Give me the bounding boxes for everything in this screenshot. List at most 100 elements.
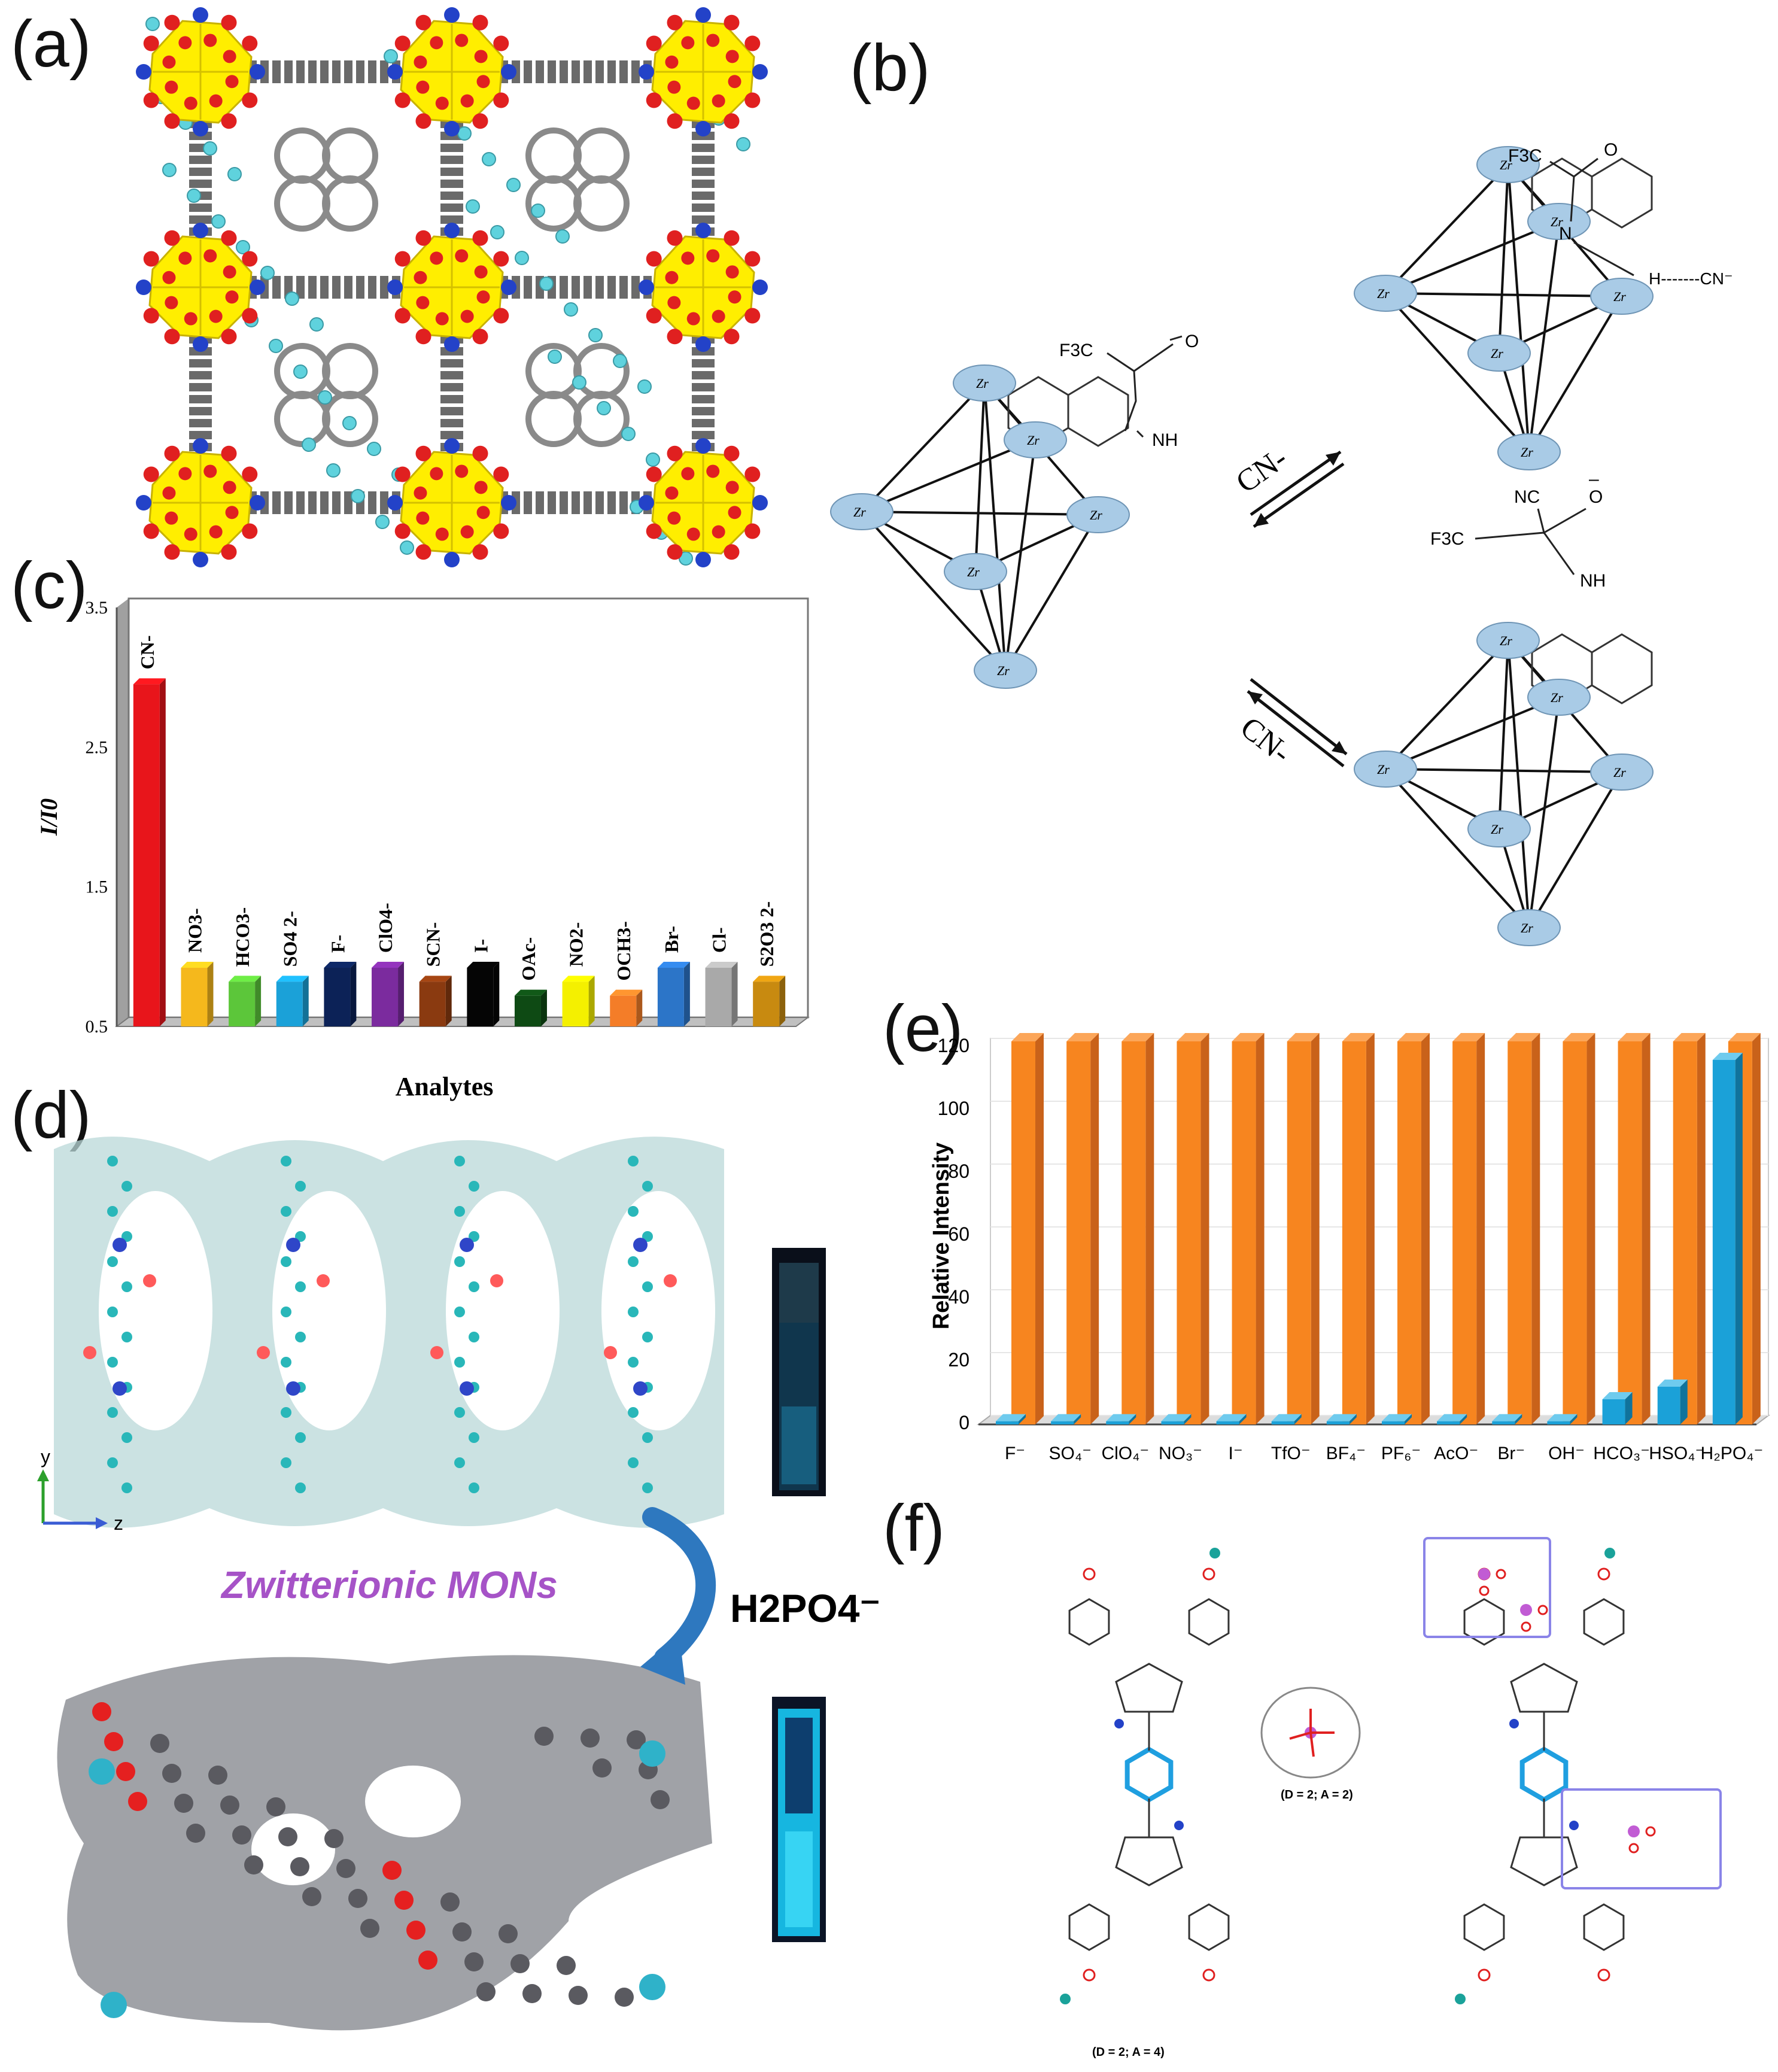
zr6-cluster xyxy=(136,223,265,352)
chart-e-category-label: SO₄⁻ xyxy=(1048,1444,1091,1463)
mon-atom xyxy=(336,1859,355,1878)
chart-e-bar-blue xyxy=(1161,1414,1192,1424)
metal-node xyxy=(639,1974,665,2000)
phosphate-oxygen xyxy=(1496,1569,1506,1579)
fluorine-atom xyxy=(293,364,308,379)
zr6-cluster xyxy=(387,7,516,136)
mon-atom xyxy=(162,1764,181,1783)
chart-e-category-label: F⁻ xyxy=(1005,1444,1025,1463)
mon-atom xyxy=(510,1954,530,1973)
reagent-bottom-label: CN- xyxy=(1234,710,1297,770)
benzene-ring xyxy=(1583,1903,1625,1951)
mon-atom xyxy=(220,1795,239,1815)
chart-c-ytick-label: 0.5 xyxy=(86,1017,108,1037)
chart-e-category-label: ClO₄⁻ xyxy=(1101,1444,1149,1463)
phosphate-oxygen xyxy=(1479,1585,1490,1596)
zr-node xyxy=(1066,496,1130,533)
vial-before-icon xyxy=(772,1248,826,1496)
chart-e-bar-blue xyxy=(1106,1414,1136,1424)
mon-atom xyxy=(534,1727,554,1746)
zr-node xyxy=(1527,203,1591,240)
transition-arrow xyxy=(640,1507,716,1685)
mon-atom xyxy=(302,1887,321,1906)
chart-c-floor xyxy=(115,1017,810,1027)
mon-atom xyxy=(92,1702,111,1721)
mon-atom xyxy=(150,1734,169,1753)
chart-c-category-label: OAc- xyxy=(518,937,539,981)
fluorine-atom xyxy=(400,540,414,555)
chart-c-category-label: HCO3- xyxy=(232,907,253,967)
zr-node xyxy=(1476,146,1540,183)
phosphorus-atom xyxy=(1478,1568,1490,1580)
carboxylate-oxygen xyxy=(1478,1968,1491,1982)
chart-e-ytick-label: 0 xyxy=(959,1412,969,1433)
mon-bottom-envelope xyxy=(57,1655,712,2031)
zr6-cluster xyxy=(136,7,265,136)
bottom-o-label: O xyxy=(1589,487,1603,507)
mon-pore xyxy=(601,1191,715,1430)
pyrene-core xyxy=(525,343,630,447)
chart-c-bar xyxy=(324,962,357,1026)
mon-atom xyxy=(266,1797,285,1816)
zr6-cluster xyxy=(387,223,516,352)
chart-e-category-label: HSO₄⁻ xyxy=(1649,1444,1704,1463)
chart-c-bar xyxy=(657,962,690,1026)
chart-c-category-label: S2O3 2- xyxy=(756,901,777,967)
chart-c-left-wall xyxy=(117,598,129,1026)
chart-c-ytick-label: 1.5 xyxy=(86,877,108,897)
chart-e-category-label: BF₄⁻ xyxy=(1326,1444,1366,1463)
fluorine-atom xyxy=(539,277,554,291)
mon-atom xyxy=(615,1988,634,2007)
zr-label: Zr xyxy=(1090,508,1102,522)
zr-label: Zr xyxy=(1377,286,1390,301)
zr-node xyxy=(1354,275,1417,312)
chart-e-bar-orange xyxy=(1066,1033,1099,1424)
carboxylate-oxygen xyxy=(1083,1567,1096,1581)
fluorine-atom xyxy=(482,152,496,166)
chart-e-ytick-label: 80 xyxy=(948,1160,969,1182)
mon-pore xyxy=(365,1766,461,1837)
fluorine-atom xyxy=(187,189,201,203)
chart-e-bar-orange xyxy=(1397,1033,1430,1424)
zr-label: Zr xyxy=(1551,690,1563,705)
zr-node xyxy=(1497,433,1561,470)
fluorine-atom xyxy=(597,401,611,415)
mon-linker xyxy=(83,1156,156,1493)
metal-node xyxy=(89,1758,115,1785)
chart-e-category-label: TfO⁻ xyxy=(1271,1444,1311,1463)
chart-c-selectivity: 0.51.52.53.5I/I0AnalytesCN-NO3-HCO3-SO4 … xyxy=(35,597,810,1101)
chart-e-category-label: AcO⁻ xyxy=(1434,1444,1478,1463)
metal-atom xyxy=(1060,1994,1071,2004)
zr-label: Zr xyxy=(1491,822,1503,837)
left-o-label: O xyxy=(1185,332,1199,351)
mon-atom xyxy=(232,1825,251,1845)
chart-e-bar-blue xyxy=(1602,1392,1633,1424)
chart-e-bar-orange xyxy=(1507,1033,1540,1424)
chart-e-ytick-label: 100 xyxy=(938,1098,969,1119)
metal-atom xyxy=(1604,1548,1615,1558)
chart-e-bar-orange xyxy=(1177,1033,1209,1424)
zr-label: Zr xyxy=(976,376,989,391)
chart-e-ytick-label: 60 xyxy=(948,1223,969,1245)
mon-atom xyxy=(278,1827,297,1846)
bottom-nc-label: NC xyxy=(1514,487,1540,507)
highlight-box-right xyxy=(1561,1788,1722,1889)
zr-node xyxy=(1527,679,1591,716)
phosphorus-atom xyxy=(1520,1604,1532,1616)
chart-c-category-label: NO3- xyxy=(184,908,205,953)
top-n-label: N xyxy=(1559,224,1572,244)
fluorine-atom xyxy=(375,515,390,529)
chart-e-bar-blue xyxy=(996,1414,1026,1424)
mon-atom xyxy=(651,1790,670,1809)
panel-label-c: (c) xyxy=(11,549,88,622)
chart-c-bar xyxy=(181,962,214,1026)
mon-atom xyxy=(360,1919,379,1938)
zr-label: Zr xyxy=(1491,346,1503,361)
zr-node xyxy=(944,553,1007,590)
zr6-cluster xyxy=(639,223,768,352)
label-left: (D = 2; A = 4) xyxy=(1092,2046,1165,2059)
chart-c-category-label: I- xyxy=(470,939,491,953)
